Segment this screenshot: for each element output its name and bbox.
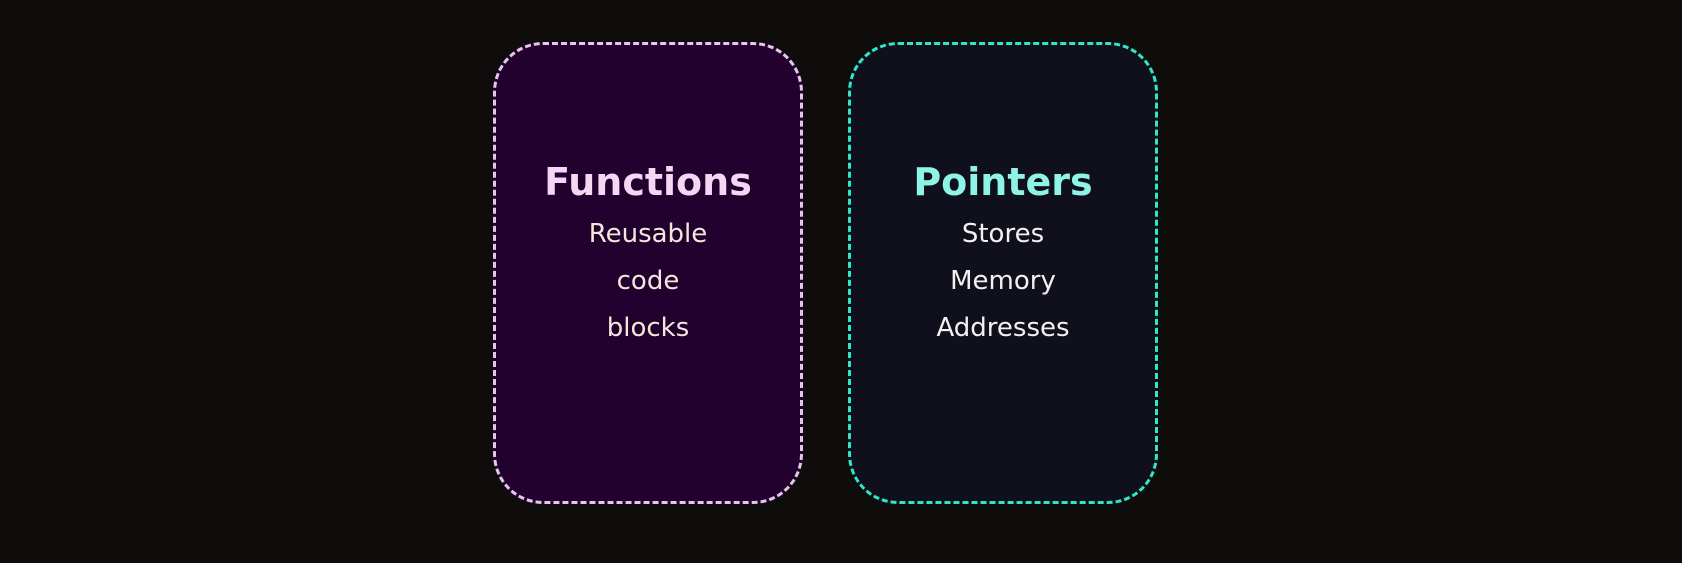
- functions-card-line: code: [616, 265, 680, 296]
- pointers-card-line: Addresses: [936, 312, 1070, 343]
- pointers-card-title: Pointers: [913, 159, 1093, 204]
- functions-card-line: Reusable: [588, 218, 708, 249]
- pointers-card: Pointers Stores Memory Addresses: [848, 42, 1158, 504]
- pointers-card-line: Stores: [961, 218, 1045, 249]
- pointers-card-description: Stores Memory Addresses: [936, 211, 1069, 352]
- functions-card-description: Reusable code blocks: [589, 211, 708, 352]
- pointers-card-line: Memory: [950, 265, 1056, 296]
- functions-card: Functions Reusable code blocks: [493, 42, 803, 504]
- functions-card-title: Functions: [544, 159, 752, 204]
- functions-card-line: blocks: [606, 312, 690, 343]
